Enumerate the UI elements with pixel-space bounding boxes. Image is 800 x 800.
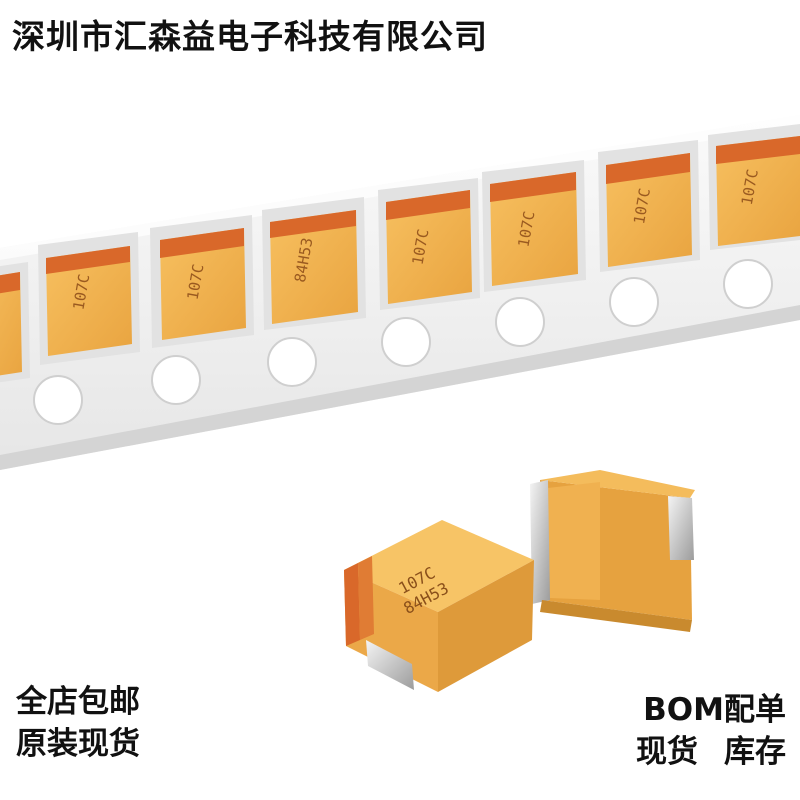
company-title: 深圳市汇森益电子科技有限公司 xyxy=(12,17,488,56)
capacitor-marking: 107C xyxy=(184,263,208,302)
taped-capacitor: 107C xyxy=(598,140,700,272)
original-stock-label: 原装现货 xyxy=(16,725,140,762)
inventory-label: 库存 xyxy=(724,733,786,770)
capacitor-marking: 107C xyxy=(515,210,539,249)
bom-service-label: BOM配单 xyxy=(643,692,786,728)
capacitor-marking: 107C xyxy=(630,187,654,226)
taped-capacitor: 107C xyxy=(708,124,800,250)
promo-right: BOM配单 现货库存 xyxy=(636,690,786,774)
taped-capacitor: 107C xyxy=(38,232,140,365)
taped-capacitors: 107C 107C 84H53 107C 107C xyxy=(0,124,800,383)
free-shipping-label: 全店包邮 xyxy=(16,684,140,720)
taped-capacitor: 107C xyxy=(482,160,586,292)
taped-capacitor: 107C xyxy=(378,178,480,310)
in-stock-label: 现货 xyxy=(636,733,698,770)
loose-capacitor-back xyxy=(530,470,695,632)
capacitor-marking: 107C xyxy=(69,273,93,312)
capacitor-marking: 107C xyxy=(409,228,433,267)
promo-left: 全店包邮 原装现货 xyxy=(16,682,140,766)
sprocket-holes xyxy=(33,259,773,425)
taped-capacitor: 84H53 xyxy=(262,197,366,330)
capacitor-marking: 107C xyxy=(738,168,762,207)
loose-capacitor-front: 107C 84H53 xyxy=(344,520,534,692)
taped-capacitor xyxy=(0,262,30,383)
taped-capacitor: 107C xyxy=(150,215,254,348)
